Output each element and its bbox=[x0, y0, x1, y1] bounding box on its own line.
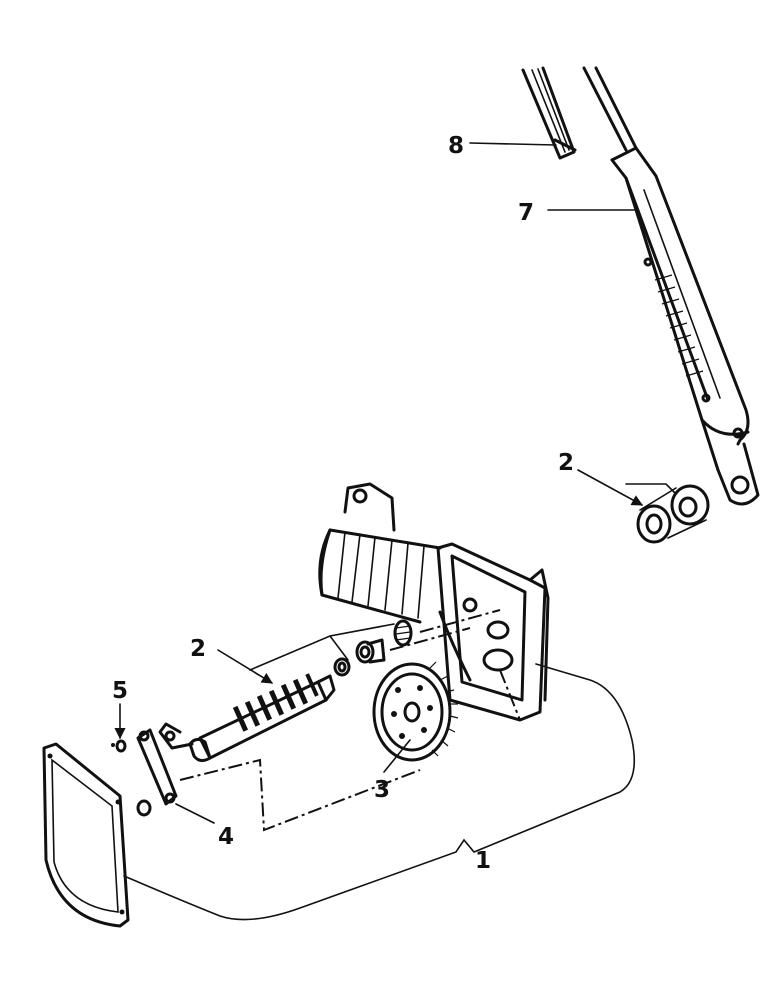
wiper-blade bbox=[521, 66, 577, 160]
callout-5: 5 bbox=[112, 678, 128, 704]
assembly-lines bbox=[179, 609, 521, 832]
wiper-arm bbox=[582, 66, 760, 506]
callout-3: 3 bbox=[374, 777, 390, 803]
callout-1: 1 bbox=[475, 848, 491, 874]
drive-gear bbox=[372, 661, 459, 762]
connecting-link bbox=[111, 728, 178, 817]
callout-2-left: 2 bbox=[190, 636, 206, 662]
arm-bushings bbox=[636, 484, 710, 544]
worm-shaft bbox=[158, 673, 336, 763]
cover-plate bbox=[42, 742, 130, 928]
leader-lines bbox=[114, 142, 677, 921]
wiper-motor bbox=[318, 482, 550, 722]
callout-4: 4 bbox=[218, 824, 234, 850]
callout-8: 8 bbox=[448, 133, 464, 159]
callout-2-right: 2 bbox=[558, 450, 574, 476]
callout-7: 7 bbox=[518, 200, 534, 226]
